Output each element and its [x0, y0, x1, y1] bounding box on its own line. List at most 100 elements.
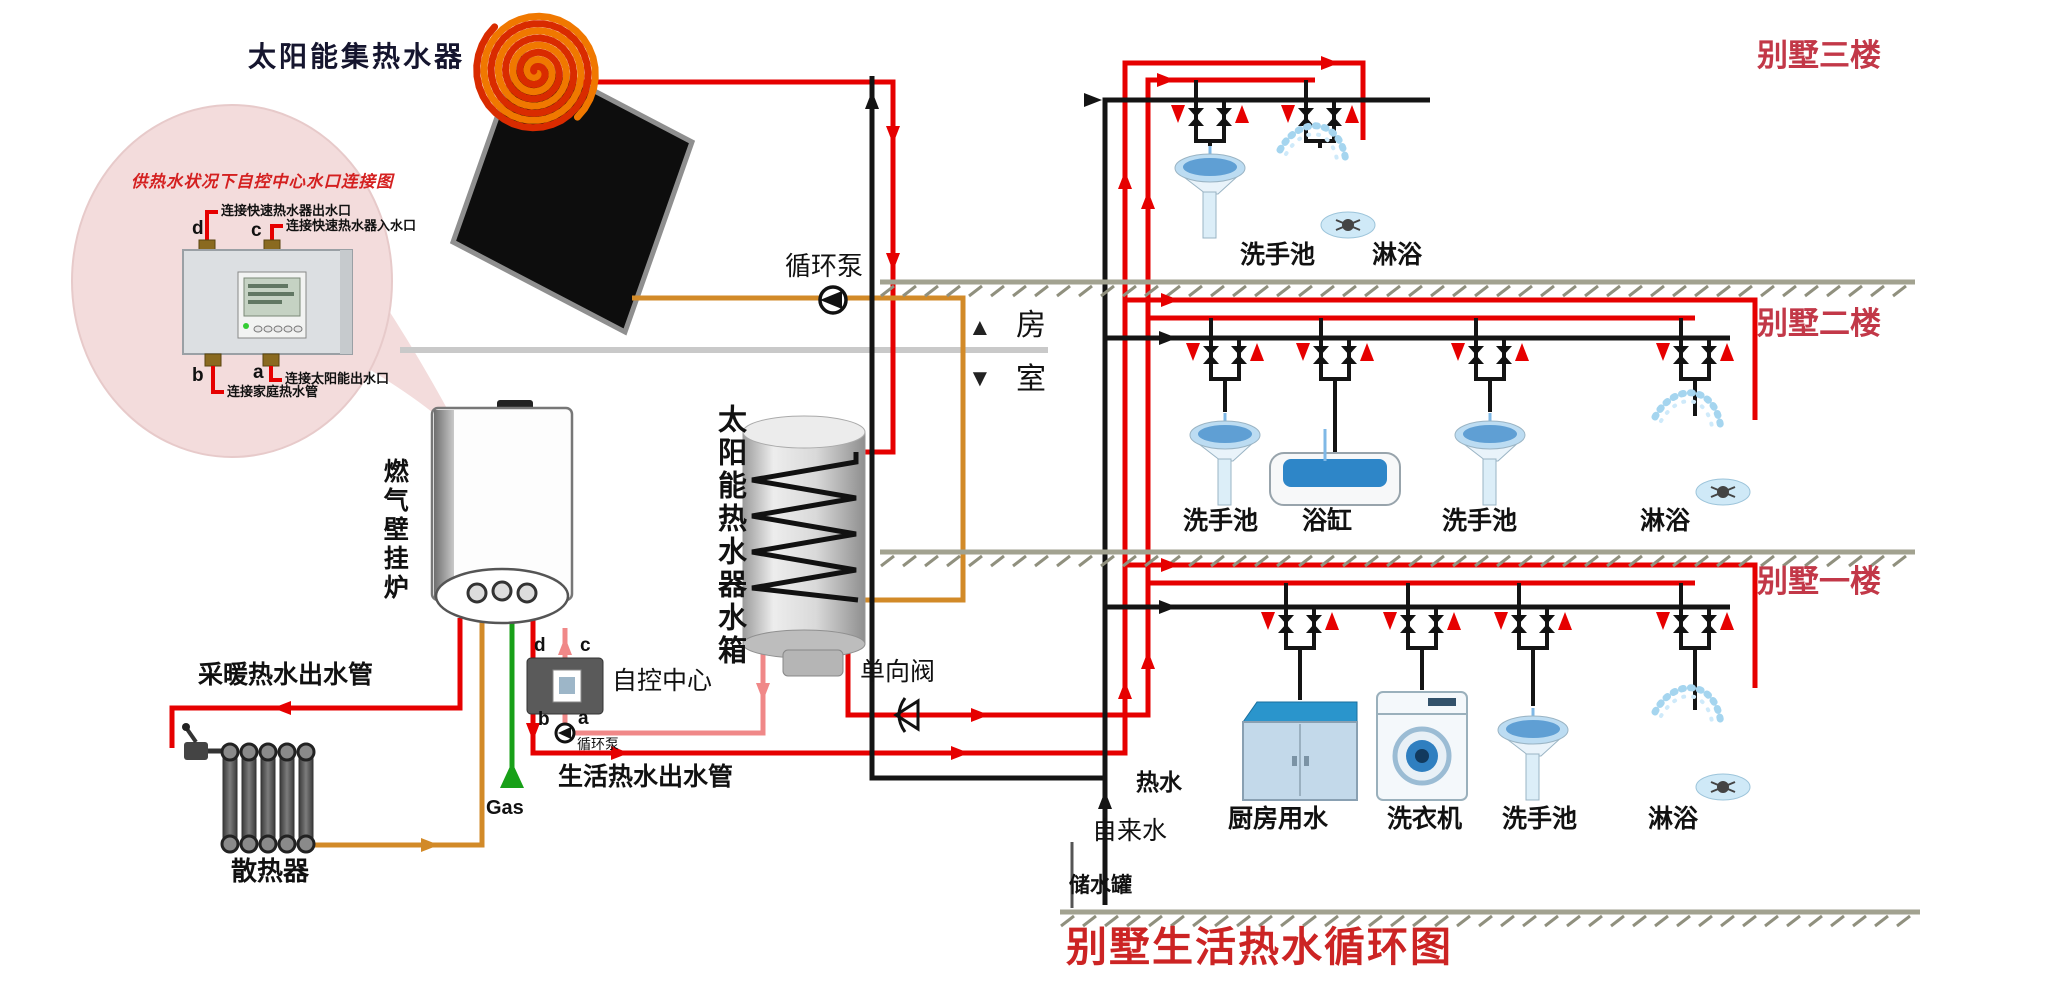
fixture-label: 厨房用水: [1228, 805, 1329, 833]
bubble-label-a: 连接太阳能出水口: [285, 371, 390, 386]
valve-icon: [1496, 355, 1512, 364]
flow-arrow-icon: [1171, 105, 1185, 123]
hatch-tick: [1672, 284, 1687, 298]
valve-icon: [1701, 624, 1717, 633]
shower-spray-icon: [1276, 122, 1350, 167]
bubble-label-b: 连接家庭热水管: [227, 384, 319, 399]
hatch-tick: [1478, 914, 1493, 928]
valve-icon: [1231, 346, 1247, 355]
shower-spray-icon: [1651, 389, 1725, 434]
hatch-tick: [1694, 284, 1709, 298]
house-label: 房: [1016, 309, 1046, 342]
flow-arrow-icon: [1558, 612, 1572, 630]
pump-label: 循环泵: [785, 251, 864, 281]
flow-arrow-icon: [1515, 343, 1529, 361]
hatch-tick: [1276, 284, 1291, 298]
flow-arrow-icon: [886, 126, 900, 144]
hatch-tick: [1342, 284, 1357, 298]
hatch-tick: [1738, 284, 1753, 298]
hatch-tick: [1434, 914, 1449, 928]
fixture-label: 洗手池: [1183, 507, 1259, 535]
hatch-tick: [924, 554, 939, 568]
flow-arrow-icon: [1141, 191, 1155, 209]
valve-icon: [1341, 355, 1357, 364]
hatch-tick: [1192, 914, 1207, 928]
hatch-tick: [1544, 914, 1559, 928]
hatch-tick: [1650, 284, 1665, 298]
hatch-tick: [1166, 284, 1181, 298]
fixture-label: 淋浴: [1372, 241, 1423, 269]
flow-arrow-icon: [1656, 343, 1670, 361]
valve-icon: [1313, 355, 1329, 364]
hatch-tick: [1782, 554, 1797, 568]
hatch-tick: [1012, 554, 1027, 568]
flow-arrow-icon: [1325, 612, 1339, 630]
hatch-tick: [1368, 914, 1383, 928]
hatch-tick: [1892, 284, 1907, 298]
hatch-tick: [1698, 914, 1713, 928]
hatch-tick: [1320, 284, 1335, 298]
hatch-tick: [1808, 914, 1823, 928]
sun-spiral-icon: [480, 12, 599, 124]
solar-tank: [742, 415, 866, 677]
hatch-tick: [1104, 914, 1119, 928]
storage-tank-label: 储水罐: [1069, 874, 1132, 897]
hatch-tick: [1232, 284, 1247, 298]
hatch-tick: [1346, 914, 1361, 928]
hatch-tick: [1650, 554, 1665, 568]
pipes: [169, 60, 1758, 905]
flow-arrow-icon: [1345, 105, 1359, 123]
hatch-tick: [1852, 914, 1867, 928]
hatch-tick: [1188, 554, 1203, 568]
hatch-tick: [1122, 284, 1137, 298]
hatch-tick: [1078, 284, 1093, 298]
hatch-tick: [1474, 284, 1489, 298]
flow-arrow-icon: [421, 838, 439, 852]
hatch-tick: [1764, 914, 1779, 928]
room-marker-icon: ▼: [968, 365, 992, 392]
hatch-tick: [1848, 554, 1863, 568]
hatch-tick: [1364, 284, 1379, 298]
valve-icon: [1326, 117, 1342, 126]
flow-arrow-icon: [951, 746, 969, 760]
floor-label: 别墅三楼: [1757, 38, 1881, 73]
tap-water-label: 自来水: [1092, 817, 1168, 845]
valve-icon: [1400, 624, 1416, 633]
hatch-tick: [1716, 554, 1731, 568]
fixture-label: 洗手池: [1442, 507, 1518, 535]
valve-icon: [1496, 346, 1512, 355]
hatch-tick: [1214, 914, 1229, 928]
flow-arrow-icon: [1383, 612, 1397, 630]
hatch-tick: [880, 554, 895, 568]
valve-icon: [1511, 615, 1527, 624]
hatch-tick: [1320, 554, 1335, 568]
bubble-port-d: d: [192, 218, 204, 239]
flow-arrow-icon: [273, 701, 291, 715]
bubble-title: 供热水状况下自控中心水口连接图: [131, 173, 394, 191]
hatch-tick: [1522, 914, 1537, 928]
valve-icon: [1188, 117, 1204, 126]
flow-arrow-icon: [1296, 343, 1310, 361]
hatch-tick: [1830, 914, 1845, 928]
valve-icon: [1539, 624, 1555, 633]
gas-arrow: [500, 762, 524, 788]
hatch-tick: [902, 554, 917, 568]
tank-coil: [751, 452, 859, 603]
valve-icon: [1428, 615, 1444, 624]
hatch-tick: [1430, 554, 1445, 568]
flow-arrow-icon: [1261, 612, 1275, 630]
valve-icon: [1511, 624, 1527, 633]
hatch-tick: [1210, 554, 1225, 568]
control-pump-label: 循环泵: [577, 736, 619, 752]
hatch-tick: [1254, 554, 1269, 568]
valve-icon: [1313, 346, 1329, 355]
fixture-label: 浴缸: [1302, 507, 1353, 535]
hatch-tick: [968, 554, 983, 568]
hatch-tick: [1060, 914, 1075, 928]
hatch-tick: [1562, 284, 1577, 298]
valve-icon: [1306, 615, 1322, 624]
hatch-tick: [1386, 554, 1401, 568]
valve-icon: [1428, 624, 1444, 633]
hatch-tick: [1742, 914, 1757, 928]
